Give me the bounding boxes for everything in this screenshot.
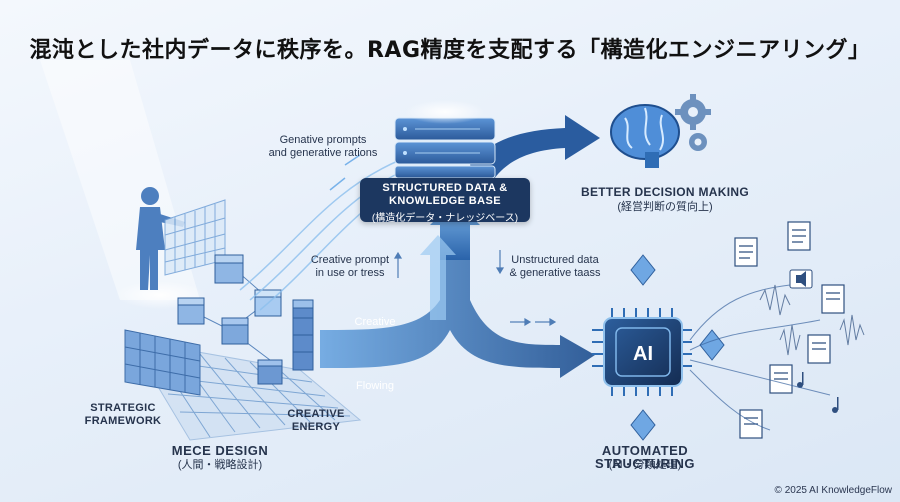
annotation-line: Creative prompt	[310, 254, 390, 266]
page-title: 混沌とした社内データに秩序を。RAG精度を支配する「構造化エンジニアリング」	[29, 38, 871, 63]
annotation-creative-prompt: Creative prompt in use or tress	[300, 254, 400, 280]
annotation-line: Unstructured data	[511, 254, 599, 266]
annotation-line: and generative rations	[268, 147, 378, 159]
document-icon	[734, 221, 845, 439]
copyright: © 2025 AI KnowledgeFlow	[774, 485, 892, 496]
label-line: ENERGY	[291, 421, 341, 433]
automation-subtitle: (AI・分類処理)	[608, 459, 682, 471]
strategic-framework-label: STRATEGIC FRAMEWORK	[78, 402, 168, 428]
mece-subtitle: (人間・戦略設計)	[177, 459, 263, 471]
dash-arrows	[393, 250, 557, 327]
flow-label-creative: Creative	[354, 316, 396, 328]
decision-arrow	[470, 115, 600, 185]
kb-line3: (構造化データ・ナレッジベース)	[371, 213, 519, 224]
creative-energy-label: CREATIVE ENERGY	[276, 408, 356, 434]
decision-subtitle: (経営判断の質向上)	[617, 201, 713, 213]
label-line: STRATEGIC	[90, 402, 156, 414]
data-streams	[689, 284, 865, 431]
ai-chip-label: AI	[633, 343, 653, 365]
annotation-unstructured-data: Unstructured data & generative taass	[500, 254, 610, 280]
ai-chip-icon	[592, 308, 692, 396]
main-flow-arrow	[320, 260, 595, 378]
annotation-line: & generative taass	[509, 267, 601, 279]
annotation-line: in use or tress	[315, 267, 385, 279]
label-line: FRAMEWORK	[84, 415, 162, 427]
decision-title: BETTER DECISION MAKING	[581, 185, 749, 199]
music-note-icon	[797, 372, 839, 413]
framework-blocks	[124, 329, 201, 396]
mece-cubes	[177, 254, 314, 385]
automation-title: AUTOMATED STRUCTURING	[594, 443, 696, 471]
annotation-line: Genative prompts	[279, 134, 367, 146]
brain-icon	[610, 104, 680, 168]
flow-label-flowing: Flowing	[356, 380, 394, 392]
annotation-generative-prompts: Genative prompts and generative rations	[248, 134, 398, 160]
speaker-icon	[789, 269, 813, 289]
label-line: CREATIVE	[287, 408, 345, 420]
kb-line1: STRUCTURED DATA &	[382, 182, 508, 194]
diamond-icons	[630, 254, 725, 441]
knowledge-base-label: STRUCTURED DATA & KNOWLEDGE BASE (構造化データ…	[360, 178, 530, 224]
gear-icon	[675, 94, 711, 151]
server-icon	[394, 100, 496, 179]
mece-title: MECE DESIGN	[171, 443, 269, 458]
kb-line2: KNOWLEDGE BASE	[389, 195, 501, 207]
